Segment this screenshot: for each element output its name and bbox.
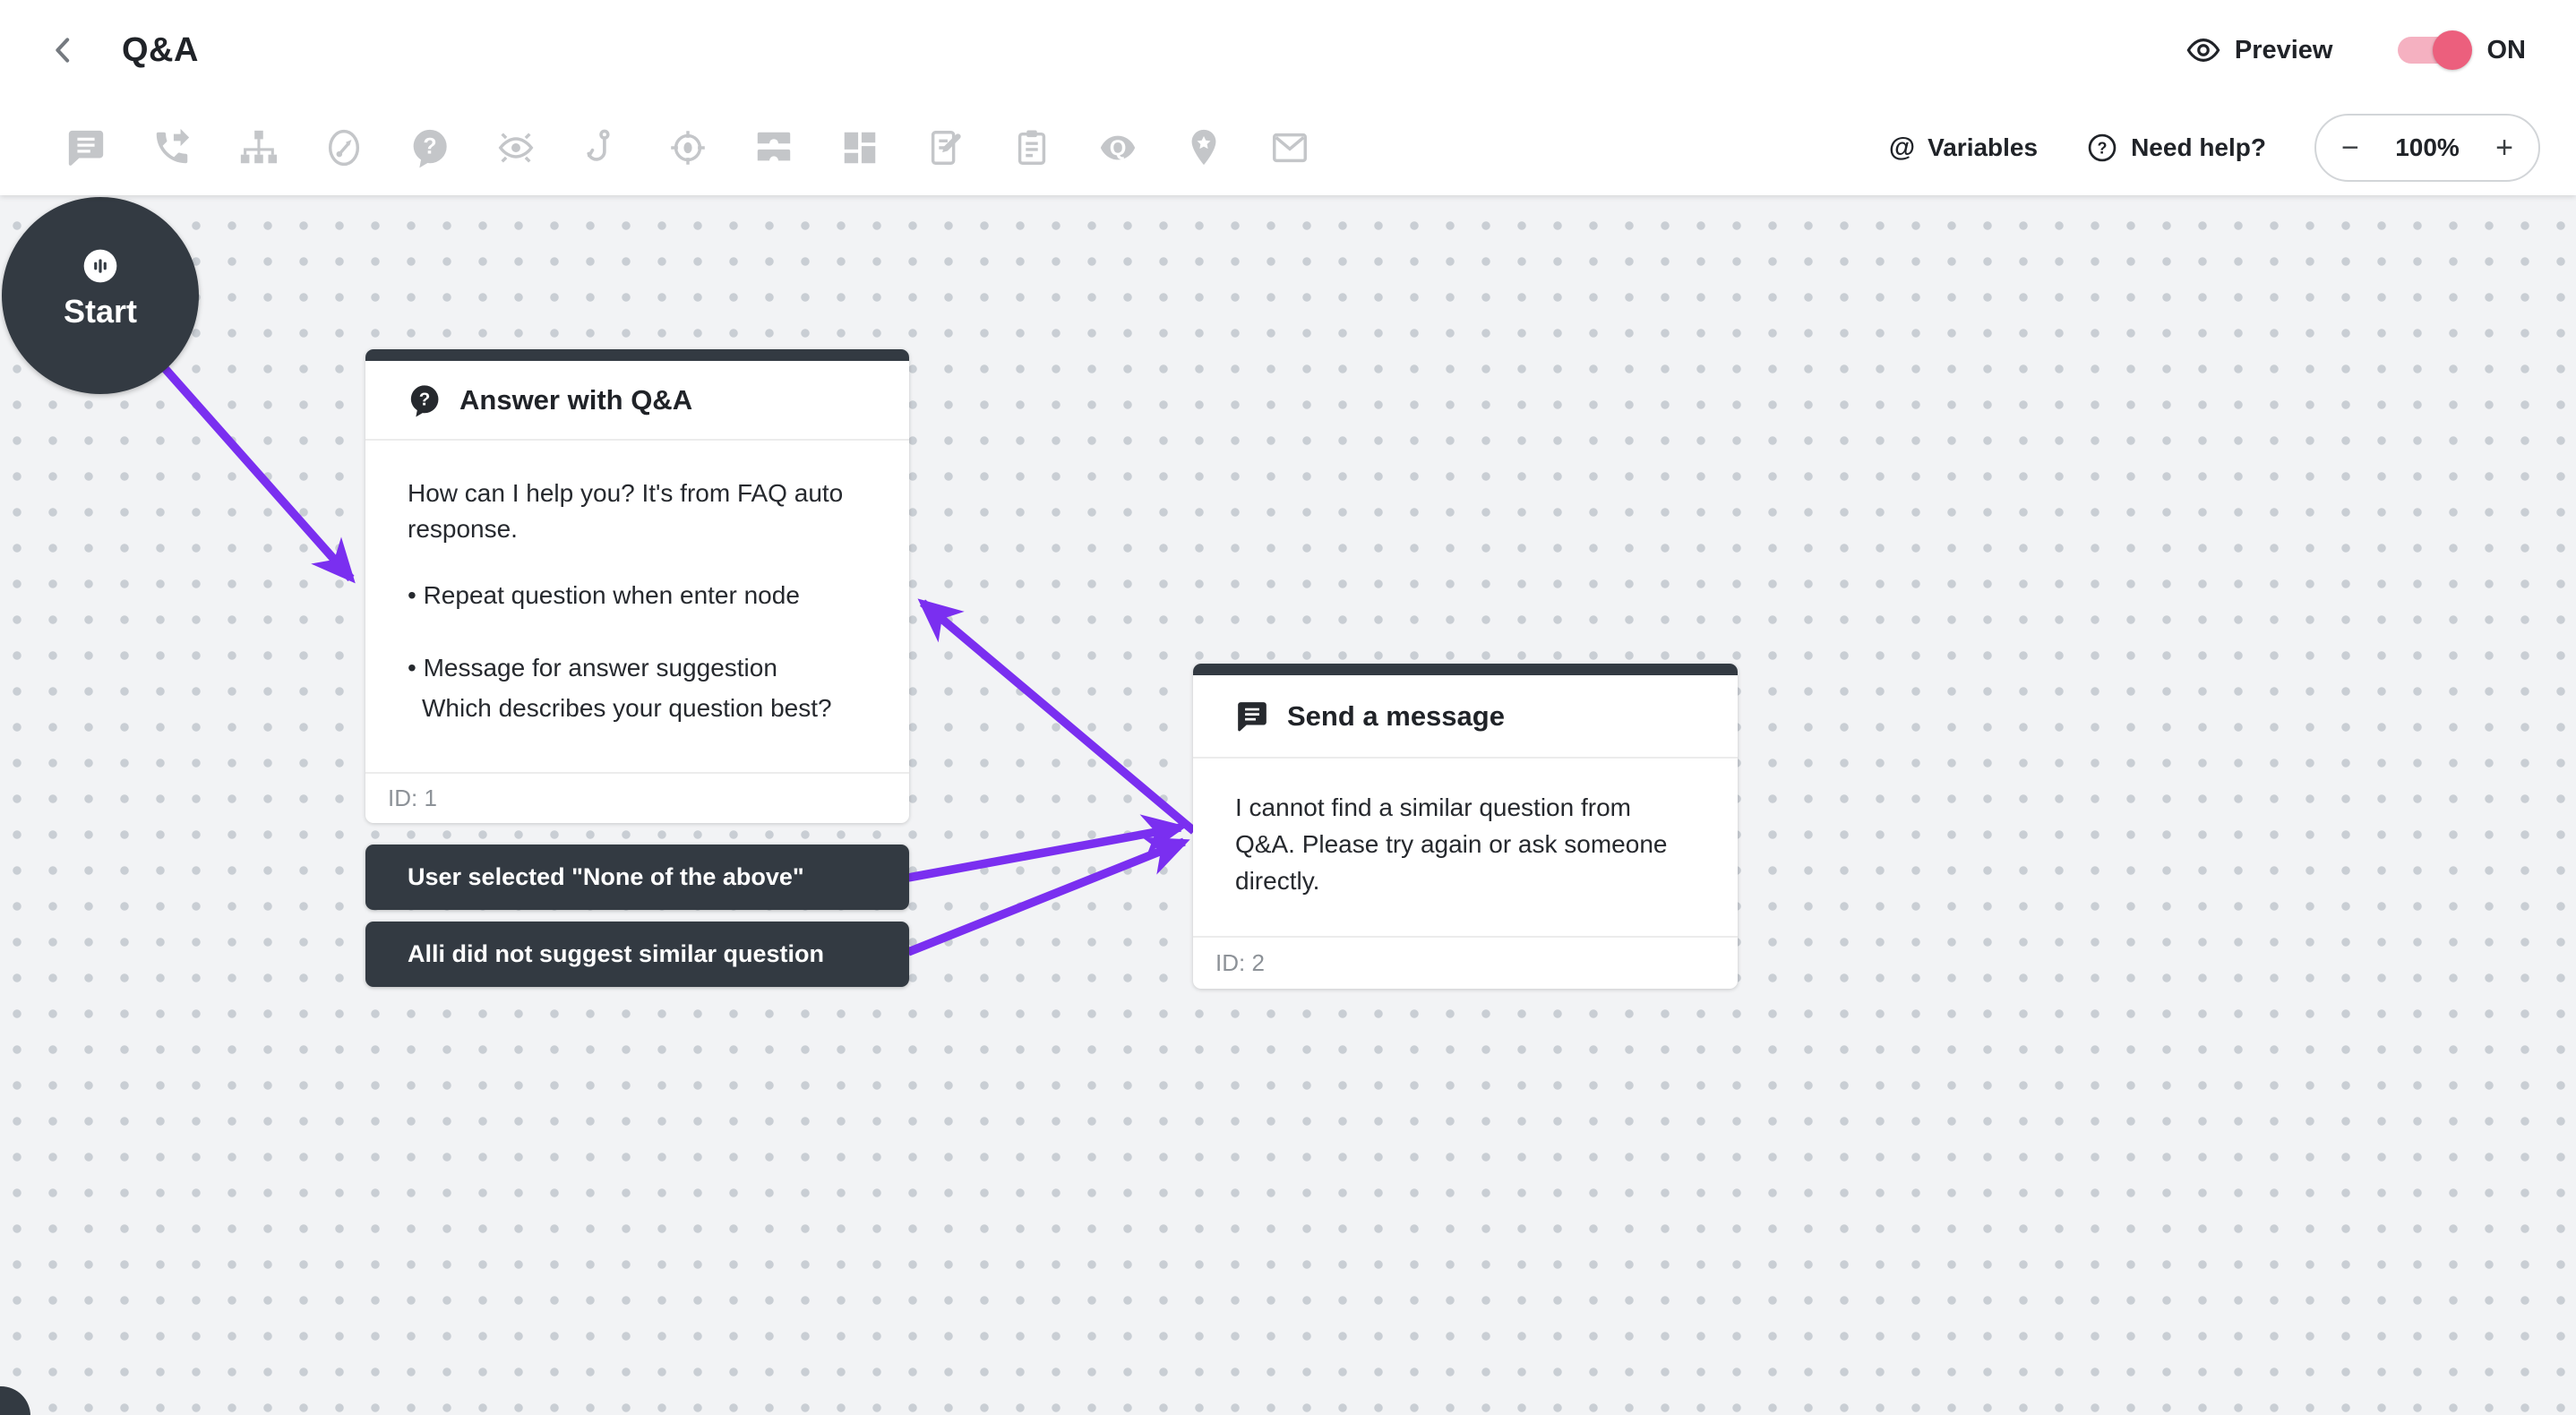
- start-node[interactable]: Start: [2, 197, 199, 394]
- qna-node[interactable]: ? Answer with Q&A How can I help you? It…: [365, 349, 909, 823]
- page-title: Q&A: [122, 30, 199, 69]
- start-node-label: Start: [63, 293, 138, 330]
- titlebar-right: Preview ON: [2185, 30, 2527, 70]
- qna-node-header: ? Answer with Q&A: [365, 361, 909, 441]
- eye-rays-icon[interactable]: [495, 127, 537, 168]
- preview-button[interactable]: Preview: [2185, 31, 2333, 69]
- condition-none-of-above[interactable]: User selected "None of the above": [365, 845, 909, 910]
- variables-button[interactable]: @ Variables: [1889, 133, 2038, 163]
- send-message-node[interactable]: Send a message I cannot find a similar q…: [1193, 664, 1738, 989]
- flow-canvas[interactable]: Start ? Answer with Q&A How can I help y…: [0, 195, 2576, 1415]
- question-bubble-icon[interactable]: ?: [409, 127, 451, 168]
- form-edit-icon[interactable]: [925, 127, 966, 168]
- need-help-label: Need help?: [2131, 133, 2266, 161]
- svg-text:Q: Q: [1110, 136, 1127, 160]
- q-lens-icon[interactable]: Q: [1097, 127, 1138, 168]
- qna-message: How can I help you? It's from FAQ auto r…: [408, 479, 844, 543]
- back-button[interactable]: [43, 30, 84, 71]
- envelope-icon[interactable]: [1269, 127, 1310, 168]
- bottom-left-fab-partial[interactable]: [0, 1386, 30, 1415]
- voice-bars-icon: [83, 249, 117, 283]
- target-icon[interactable]: [667, 127, 708, 168]
- inbox-trays-icon[interactable]: [753, 127, 794, 168]
- toggle-state-label: ON: [2486, 35, 2527, 64]
- send-node-title: Send a message: [1287, 699, 1505, 732]
- qna-bullet-2: • Message for answer suggestion: [408, 654, 777, 682]
- condition-no-suggestion[interactable]: Alli did not suggest similar question: [365, 922, 909, 987]
- node-palette: ?: [65, 127, 1310, 168]
- send-node-header: Send a message: [1193, 675, 1738, 759]
- chevron-left-icon: [56, 38, 70, 63]
- node-toolbar: ?: [0, 100, 2576, 195]
- message-lines-icon: [1238, 701, 1267, 731]
- qna-node-body: How can I help you? It's from FAQ auto r…: [365, 441, 909, 772]
- send-message: I cannot find a similar question from Q&…: [1235, 793, 1668, 895]
- preview-toggle[interactable]: [2397, 30, 2472, 70]
- qna-bullet-1: • Repeat question when enter node: [408, 581, 800, 609]
- need-help-button[interactable]: ? Need help?: [2086, 132, 2266, 164]
- svg-text:?: ?: [419, 389, 431, 409]
- sitemap-icon[interactable]: [237, 127, 279, 168]
- gauge-icon[interactable]: [323, 127, 365, 168]
- preview-label: Preview: [2234, 35, 2333, 64]
- pin-star-icon[interactable]: [1183, 127, 1224, 168]
- edge-send-to-qna: [917, 598, 1198, 835]
- toggle-knob: [2432, 30, 2472, 70]
- top-chrome: Q&A Preview ON: [0, 0, 2576, 195]
- clipboard-icon[interactable]: [1011, 127, 1052, 168]
- qna-node-title: Answer with Q&A: [459, 383, 693, 416]
- at-icon: @: [1888, 133, 1916, 162]
- phone-forward-icon[interactable]: [151, 127, 193, 168]
- zoom-control: − 100% +: [2314, 114, 2540, 182]
- edge-none-of-above-to-send: [907, 814, 1188, 882]
- qna-node-id: ID: 1: [365, 772, 909, 823]
- edge-no-suggestion-to-send: [906, 836, 1190, 956]
- question-bubble-icon: ?: [410, 384, 439, 417]
- toolbar-right: @ Variables ? Need help? − 100% +: [1889, 114, 2576, 182]
- send-node-id: ID: 2: [1193, 936, 1738, 989]
- svg-text:?: ?: [2098, 139, 2108, 157]
- hook-icon[interactable]: [581, 127, 623, 168]
- qna-subtext: Which describes your question best?: [422, 694, 832, 722]
- send-node-topbar: [1193, 664, 1738, 675]
- variables-label: Variables: [1928, 133, 2039, 161]
- eye-icon: [2186, 39, 2220, 62]
- message-lines-icon[interactable]: [65, 127, 107, 168]
- svg-text:?: ?: [423, 134, 436, 159]
- qna-node-topbar: [365, 349, 909, 361]
- titlebar: Q&A Preview ON: [0, 0, 2576, 100]
- send-node-body: I cannot find a similar question from Q&…: [1193, 759, 1738, 936]
- help-circle-icon: ?: [2088, 133, 2117, 162]
- dashboard-icon[interactable]: [839, 127, 880, 168]
- zoom-level: 100%: [2395, 133, 2460, 161]
- zoom-in-button[interactable]: +: [2492, 133, 2517, 163]
- zoom-out-button[interactable]: −: [2338, 133, 2363, 163]
